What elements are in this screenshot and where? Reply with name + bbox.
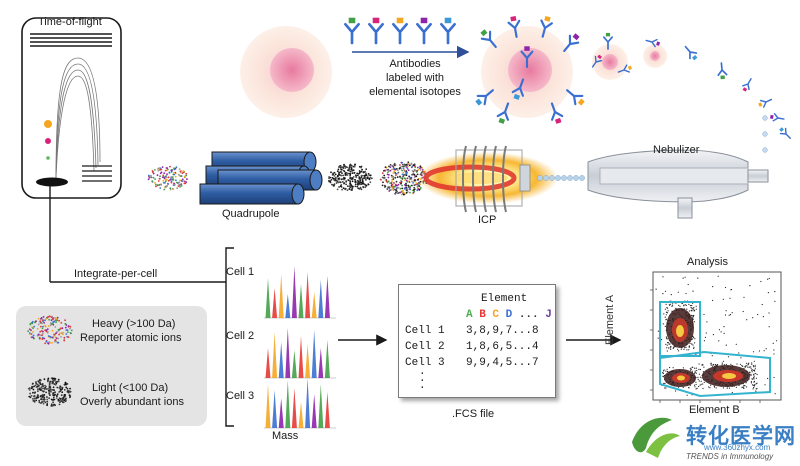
fcs-letter: J — [545, 309, 552, 321]
cell-3-label: Cell 3 — [226, 390, 255, 402]
legend-heavy-2: Reporter atomic ions — [80, 332, 182, 344]
fcs-row-3-values: 9,9,4,5...7 — [466, 357, 539, 369]
fcs-file-label: .FCS file — [452, 408, 495, 420]
fcs-letter: D — [505, 309, 519, 321]
antibodies-label-3: elemental isotopes — [369, 86, 461, 98]
light-ion-cloud — [328, 163, 373, 192]
mass-spectra — [264, 266, 336, 429]
tof-analyzer — [21, 17, 122, 199]
heavy-ion-cloud — [147, 165, 188, 191]
ion-medium-dot — [45, 138, 51, 144]
nebulizer — [587, 149, 769, 219]
fcs-table: Element A B C D ... J Cell 1 3,8,9,7...8… — [398, 284, 556, 398]
mass-axis-label: Mass — [272, 430, 299, 442]
legend-light-1: Light (<100 Da) — [92, 382, 169, 394]
icp-torch — [418, 145, 558, 213]
fcs-letter: C — [492, 309, 506, 321]
fcs-letter: A — [466, 309, 480, 321]
cell-bound-antibodies — [475, 15, 585, 124]
ion-light-dot — [46, 156, 50, 160]
analysis-label: Analysis — [687, 256, 728, 268]
fcs-row-1-values: 3,8,9,7...8 — [466, 325, 539, 337]
fcs-header: Element — [481, 293, 528, 305]
site-logo-icon — [632, 417, 680, 458]
fcs-row-1-cell: Cell 1 — [405, 325, 445, 337]
integrate-label: Integrate-per-cell — [74, 268, 158, 280]
site-logo-url: www.360zhyx.com — [704, 443, 771, 452]
fcs-element-letters: A B C D ... J — [466, 309, 552, 321]
labeled-cell — [481, 26, 573, 118]
droplet-stream — [537, 115, 768, 181]
analysis-plot — [650, 271, 782, 403]
legend-light-2: Overly abundant ions — [80, 396, 184, 408]
quadrupole — [199, 151, 323, 205]
cell-2-label: Cell 2 — [226, 330, 255, 342]
antibodies-label-2: labeled with — [385, 72, 445, 84]
tof-label: Time-of-flight — [38, 16, 102, 28]
site-logo-text: 转化医学网 — [686, 424, 796, 448]
gate-b — [659, 350, 771, 398]
legend-heavy-1: Heavy (>100 Da) — [92, 318, 176, 330]
source-credit: TRENDS in Immunology — [686, 452, 774, 461]
cell-1-label: Cell 1 — [226, 266, 255, 278]
fcs-row-2-values: 1,8,6,5...4 — [466, 341, 539, 353]
fcs-row-2-cell: Cell 2 — [405, 341, 445, 353]
antibodies-label-1: Antibodies — [389, 58, 441, 70]
icp-label: ICP — [478, 214, 497, 226]
dispersing-cells — [592, 44, 667, 80]
ion-heavy-dot — [44, 120, 52, 128]
integrate-connector — [49, 186, 234, 427]
antibody-group — [344, 17, 456, 45]
fcs-row-3-cell: Cell 3 — [405, 357, 445, 369]
quadrupole-label: Quadrupole — [222, 208, 280, 220]
unlabeled-cell — [240, 26, 332, 118]
fcs-letter: B — [479, 309, 493, 321]
atomized-particles — [591, 32, 791, 139]
fcs-letter: ... — [518, 309, 546, 321]
nebulizer-label: Nebulizer — [653, 144, 700, 156]
fcs-vertical-ellipsis: ... — [419, 366, 426, 392]
legend-panel — [16, 306, 207, 426]
analysis-x-axis: Element B — [689, 404, 740, 416]
